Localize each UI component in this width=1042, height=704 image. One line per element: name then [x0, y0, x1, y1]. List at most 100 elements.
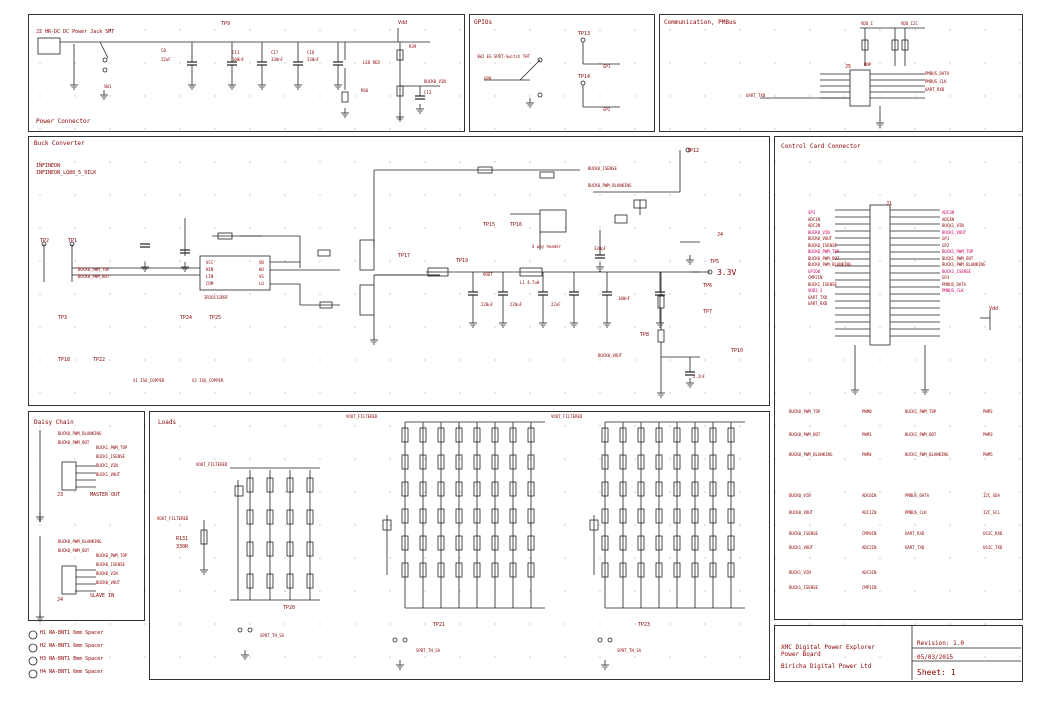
grid-dot — [494, 392, 496, 394]
grid-dot — [739, 95, 741, 97]
grid-dot — [669, 458, 671, 460]
load-resistor — [691, 427, 699, 443]
grid-dot — [984, 458, 986, 460]
grid-dot — [564, 62, 566, 64]
grid-dot — [529, 293, 531, 295]
control-right-net: PMBUS_DATA — [942, 281, 967, 287]
grid-dot — [284, 458, 286, 460]
control-left-net: BUCK0_ISENSE — [808, 242, 837, 248]
grid-dot — [494, 293, 496, 295]
mapping-signal: BUCK1_VIN — [789, 570, 811, 575]
grid-dot — [669, 425, 671, 427]
grid-dot — [739, 623, 741, 625]
grid-dot — [389, 458, 391, 460]
grid-dot — [424, 557, 426, 559]
load-resistor — [601, 562, 609, 578]
grid-dot — [984, 326, 986, 328]
buck-tp18: TP18 — [58, 357, 71, 363]
grid-dot — [949, 227, 951, 229]
buck-tp3: TP3 — [58, 315, 68, 321]
grid-dot — [1019, 161, 1021, 163]
grid-dot — [669, 326, 671, 328]
grid-dot — [109, 293, 111, 295]
grid-dot — [949, 62, 951, 64]
grid-dot — [354, 194, 356, 196]
grid-dot — [109, 95, 111, 97]
control-right-net: BUCK1_PWM_BLANKING — [942, 262, 986, 267]
grid-dot — [109, 359, 111, 361]
mosfet-low — [359, 284, 375, 316]
spacer-2: H2 NA-BNT1 6mm Spacer — [40, 643, 104, 649]
mapping-pin: PWM0 — [862, 409, 872, 414]
grid-dot — [634, 425, 636, 427]
grid-dot — [704, 194, 706, 196]
title-company: Biricha Digital Power Ltd — [781, 663, 872, 670]
grid-dot — [39, 62, 41, 64]
daisy-slave-net: BUCK0_PWM_BOT — [58, 548, 90, 553]
buck-tp6: TP6 — [703, 283, 713, 289]
buck-output-voltage: 3.3V — [717, 268, 737, 277]
grid-dot — [494, 227, 496, 229]
buck-cap-c1: 22uF — [551, 302, 561, 307]
grid-dot — [564, 392, 566, 394]
grid-dot — [1019, 524, 1021, 526]
buck-inductor: L1 4.7uH — [520, 280, 540, 285]
switch-contact — [402, 637, 408, 643]
control-left-net: BUCK0_PWM_BLANKING — [808, 262, 852, 267]
control-left-net: GPIO0 — [808, 268, 821, 274]
grid-dot — [599, 392, 601, 394]
grid-dot — [879, 29, 881, 31]
grid-dot — [739, 260, 741, 262]
load-resistor — [709, 508, 717, 524]
grid-dot — [39, 392, 41, 394]
grid-dot — [529, 656, 531, 658]
resistor — [341, 91, 349, 103]
mapping-signal: BUCK0_PWM_BOT — [789, 432, 821, 437]
grid-dot — [74, 491, 76, 493]
grid-dot — [179, 29, 181, 31]
grid-dot — [599, 524, 601, 526]
grid-dot — [144, 194, 146, 196]
load-resistor — [509, 454, 517, 470]
test-point — [685, 147, 691, 153]
grid-dot — [459, 194, 461, 196]
grid-dot — [389, 590, 391, 592]
grid-dot — [879, 458, 881, 460]
grid-dot — [284, 227, 286, 229]
grid-dot — [39, 326, 41, 328]
grid-dot — [249, 359, 251, 361]
grid-dot — [389, 29, 391, 31]
grid-dot — [704, 392, 706, 394]
grid-dot — [809, 161, 811, 163]
grid-dot — [844, 227, 846, 229]
buck-cap-c9: 220uF — [481, 302, 494, 307]
resistor — [317, 249, 331, 257]
grid-dot — [424, 128, 426, 130]
buck-cap-c7: 330pF — [594, 246, 607, 251]
grid-dot — [284, 590, 286, 592]
grid-dot — [179, 194, 181, 196]
buck-net-vout: BUCK0_VOUT — [598, 353, 623, 358]
grid-dot — [284, 95, 286, 97]
grid-dot — [179, 260, 181, 262]
grid-dot — [179, 557, 181, 559]
grid-dot — [319, 326, 321, 328]
grid-dot — [949, 656, 951, 658]
load-resistor — [709, 481, 717, 497]
grid-dot — [844, 557, 846, 559]
power-c17: C17 — [271, 50, 279, 55]
grid-dot — [319, 557, 321, 559]
grid-dot — [599, 29, 601, 31]
grid-dot — [704, 656, 706, 658]
grid-dot — [1019, 656, 1021, 658]
load-resistor — [491, 535, 499, 551]
buck-driver-hin: HIN — [206, 267, 214, 272]
grid-dot — [529, 425, 531, 427]
grid-dot — [949, 194, 951, 196]
spacer-hole — [28, 669, 38, 679]
power-r39: R39 — [409, 44, 417, 49]
buck-tp16: TP16 — [510, 222, 523, 228]
loads-r131: R131 — [176, 536, 189, 542]
grid-dot — [109, 194, 111, 196]
grid-dot — [914, 392, 916, 394]
